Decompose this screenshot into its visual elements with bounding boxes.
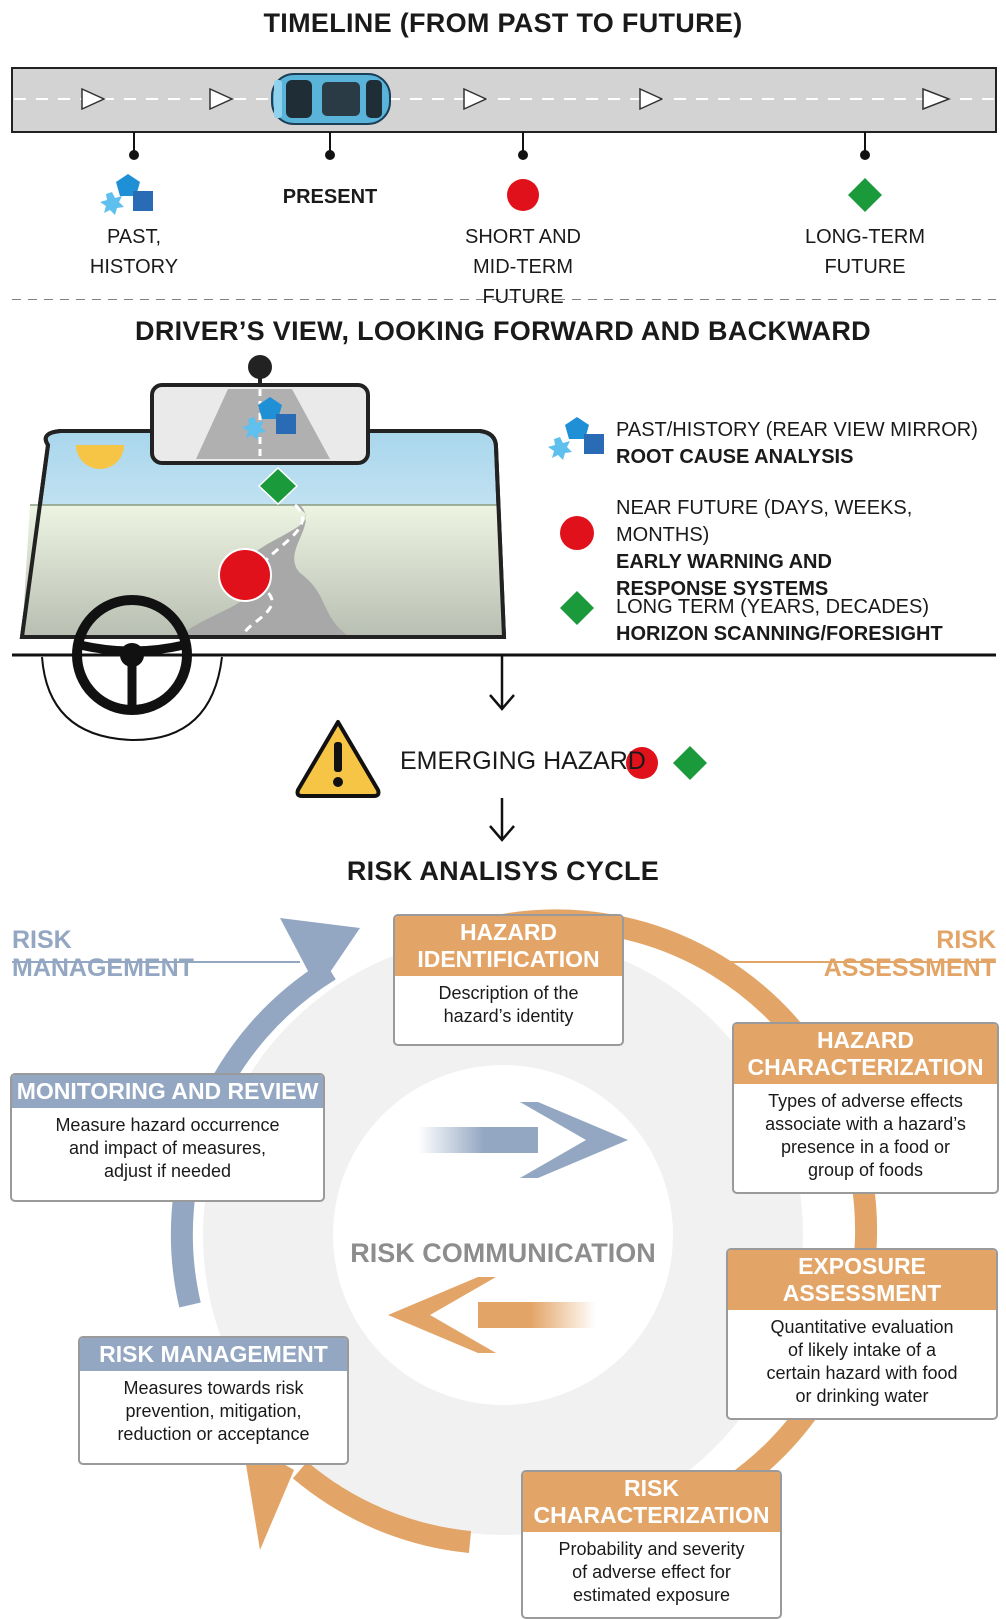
timeline-label-present: PRESENT bbox=[282, 186, 378, 208]
risk-characterization-box: RISK CHARACTERIZATION Probability and se… bbox=[521, 1470, 782, 1619]
hazard-identification-title: HAZARD IDENTIFICATION bbox=[395, 916, 622, 976]
exposure-assessment-box: EXPOSURE ASSESSMENT Quantitative evaluat… bbox=[726, 1248, 998, 1420]
rear-view-mirror bbox=[150, 355, 370, 465]
orange-arrowhead bbox=[242, 1440, 294, 1550]
hazard-characterization-box: HAZARD CHARACTERIZATION Types of adverse… bbox=[732, 1022, 999, 1194]
risk-characterization-title: RISK CHARACTERIZATION bbox=[523, 1472, 780, 1532]
legend-past-icon bbox=[548, 417, 604, 460]
hazard-red-circle-icon bbox=[626, 747, 658, 779]
warning-icon bbox=[295, 720, 381, 798]
monitoring-review-title: MONITORING AND REVIEW bbox=[12, 1075, 323, 1108]
timeline-label-short-term: SHORT AND MID-TERM FUTURE bbox=[465, 226, 581, 308]
blue-arrowhead bbox=[280, 918, 360, 990]
long-term-diamond bbox=[257, 466, 299, 506]
near-future-circle bbox=[218, 548, 272, 602]
monitoring-review-box: MONITORING AND REVIEW Measure hazard occ… bbox=[10, 1073, 325, 1202]
down-arrow-1 bbox=[489, 655, 515, 711]
red-circle-icon bbox=[507, 179, 539, 211]
road-arrows bbox=[81, 87, 952, 111]
green-diamond-icon bbox=[848, 178, 882, 212]
drivers-view-graphic bbox=[12, 355, 996, 742]
risk-management-side-label: RISK MANAGEMENT bbox=[12, 926, 194, 982]
hazard-green-diamond-icon bbox=[673, 746, 707, 780]
legend-past: PAST/HISTORY (REAR VIEW MIRROR) ROOT CAU… bbox=[616, 419, 978, 468]
risk-communication-label: RISK COMMUNICATION bbox=[350, 1238, 656, 1268]
hazard-identification-box: HAZARD IDENTIFICATION Description of the… bbox=[393, 914, 624, 1046]
legend-green-diamond-icon bbox=[560, 591, 594, 625]
emerging-hazard-graphic bbox=[295, 720, 707, 842]
timeline-label-past: PAST, HISTORY bbox=[89, 226, 179, 278]
cycle-graphic bbox=[12, 909, 996, 1553]
emerging-hazard-label: EMERGING HAZARD bbox=[400, 747, 646, 775]
risk-assessment-side-label: RISK ASSESSMENT bbox=[823, 926, 996, 982]
cycle-title: RISK ANALISYS CYCLE bbox=[346, 856, 660, 886]
legend-near-future: NEAR FUTURE (DAYS, WEEKS, MONTHS) EARLY … bbox=[616, 497, 913, 600]
steering-wheel-icon bbox=[72, 595, 192, 715]
drivers-view-title: DRIVER’S VIEW, LOOKING FORWARD AND BACKW… bbox=[135, 316, 871, 346]
timeline-title: TIMELINE (FROM PAST TO FUTURE) bbox=[263, 8, 743, 38]
risk-management-title: RISK MANAGEMENT bbox=[80, 1338, 347, 1371]
legend-red-circle-icon bbox=[560, 516, 594, 550]
risk-management-box: RISK MANAGEMENT Measures towards risk pr… bbox=[78, 1336, 349, 1465]
timeline-ticks bbox=[133, 132, 866, 154]
exposure-assessment-title: EXPOSURE ASSESSMENT bbox=[728, 1250, 996, 1310]
legend-long-term: LONG TERM (YEARS, DECADES) HORIZON SCANN… bbox=[616, 596, 943, 645]
past-shapes-icon bbox=[100, 174, 153, 215]
car-icon bbox=[271, 73, 391, 125]
timeline-label-long-term: LONG-TERM FUTURE bbox=[805, 226, 925, 278]
hazard-characterization-title: HAZARD CHARACTERIZATION bbox=[734, 1024, 997, 1084]
timeline-graphic bbox=[11, 67, 997, 300]
down-arrow-2 bbox=[489, 798, 515, 842]
